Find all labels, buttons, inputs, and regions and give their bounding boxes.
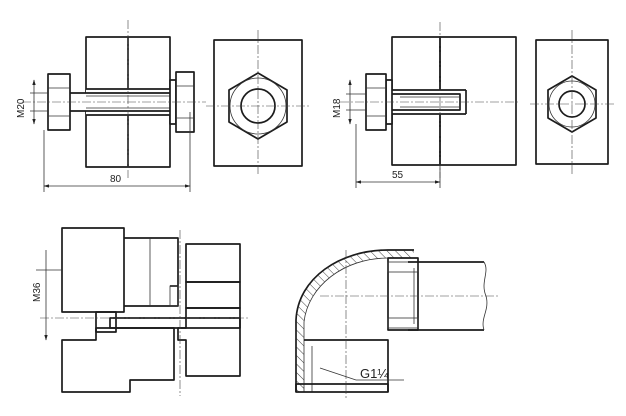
inserted-pipe (408, 261, 484, 331)
stud-nut-end-view (530, 30, 614, 174)
bolt-length-label: 80 (110, 174, 122, 185)
right-pipe-upper (185, 243, 241, 283)
bolt-joint-section: M20 80 (16, 20, 206, 192)
elbow-right-socket (387, 257, 419, 331)
left-pipe (61, 227, 125, 313)
left-coupling (61, 327, 175, 393)
union-spigot (109, 317, 241, 329)
union-size-label: M36 (32, 282, 43, 302)
union-nut-upper (124, 237, 179, 307)
stud-length-label: 55 (392, 170, 404, 181)
stud-plate-outline (535, 39, 609, 165)
bolt-size-label: M20 (16, 98, 27, 118)
pipe-union-section: M36 (32, 227, 250, 396)
elbow-bottom-socket (295, 383, 389, 393)
stud-size-label: M18 (332, 98, 343, 118)
stud-joint-section: M18 55 (332, 22, 520, 188)
elbow-outer (295, 249, 414, 392)
elbow-fitting-section: G1¼ (295, 249, 500, 400)
elbow-inner-corner (304, 339, 389, 392)
right-coupling (177, 307, 241, 377)
nut-end-view (206, 30, 310, 176)
pipe-thread-label: G1¼ (360, 366, 388, 381)
